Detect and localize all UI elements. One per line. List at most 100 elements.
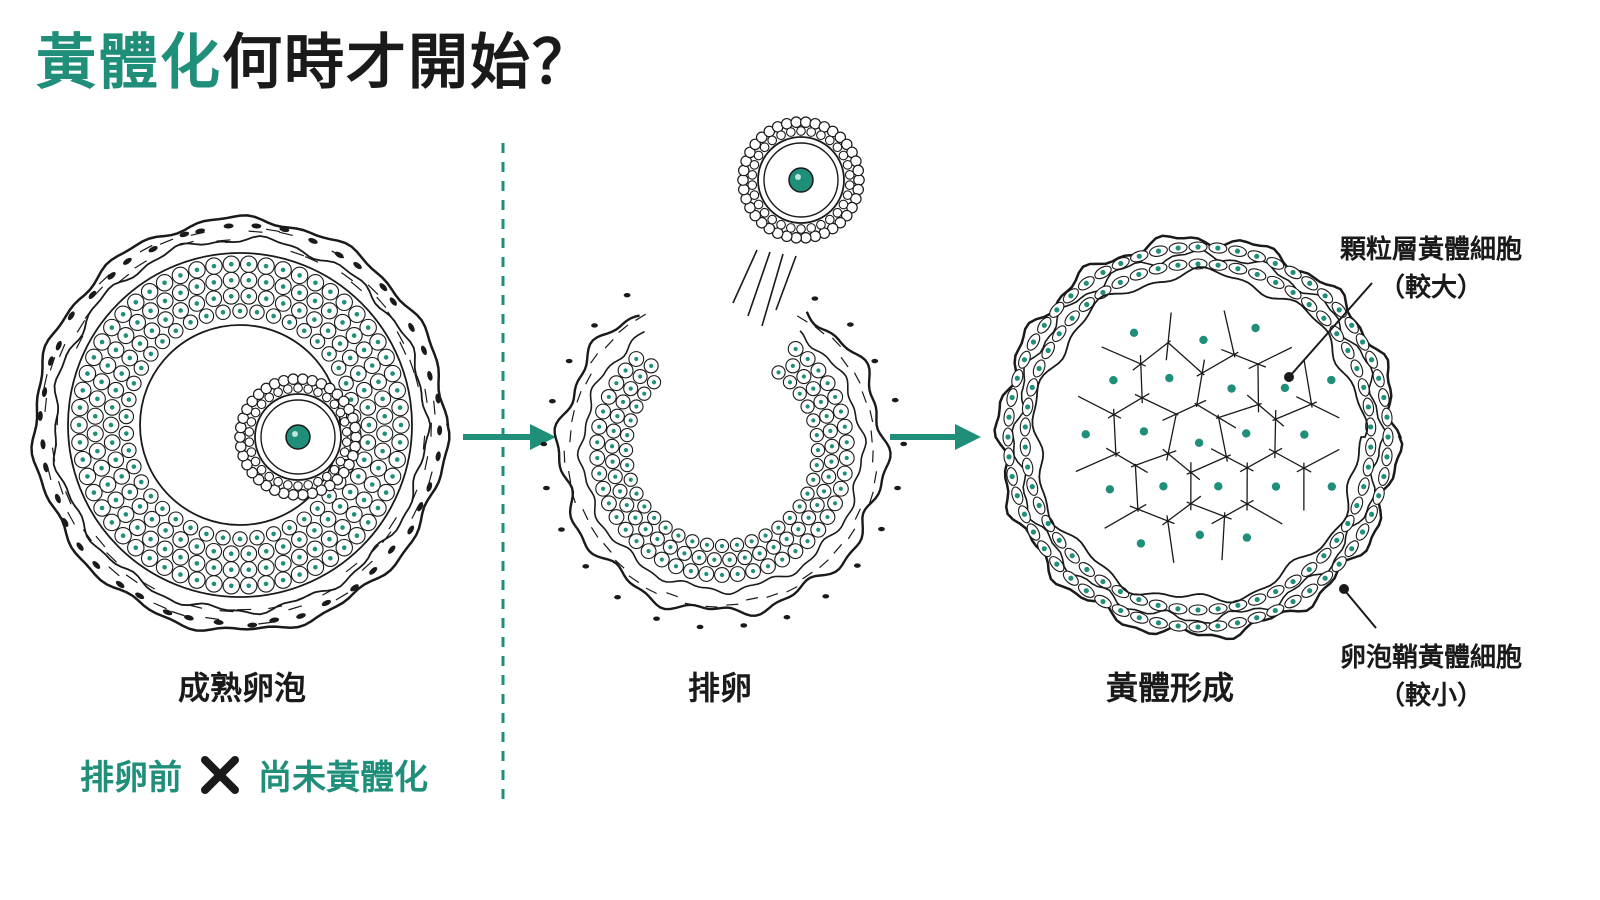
- granulosa-nucleus: [188, 319, 193, 325]
- theca-lutein-nucleus: [1290, 578, 1296, 585]
- wall-fiber: [746, 597, 759, 601]
- granulosa-nucleus: [615, 414, 620, 419]
- theca-callout-leader: [1339, 584, 1377, 629]
- granulosa-nucleus: [113, 497, 119, 503]
- theca-fiber: [205, 616, 220, 621]
- theca-nucleus: [148, 246, 158, 253]
- granulosa-nucleus: [614, 514, 619, 520]
- outer-speck: [740, 623, 748, 628]
- granulosa-nucleus: [178, 273, 183, 278]
- granulosa-nucleus: [757, 551, 762, 556]
- granulosa-nucleus: [394, 457, 400, 462]
- corona-cell: [264, 471, 275, 482]
- cumulus-cell: [246, 395, 259, 408]
- lutein-cell-wall: [1274, 410, 1277, 459]
- corona-cell: [749, 190, 760, 200]
- granulosa-callout-leader: [1284, 282, 1373, 382]
- theca-nucleus: [213, 619, 224, 625]
- granulosa-lutein-nucleus: [1105, 485, 1115, 494]
- outer-speck: [783, 615, 791, 620]
- granulosa-nucleus: [365, 440, 371, 445]
- granulosa-nucleus: [606, 501, 612, 506]
- cumulus-cell: [287, 489, 300, 501]
- granulosa-nucleus: [228, 261, 234, 267]
- theca-fiber: [95, 535, 106, 548]
- wall-fiber: [819, 559, 829, 569]
- theca-lutein-nucleus: [1272, 260, 1278, 267]
- theca-fiber: [54, 432, 57, 447]
- corona-cell: [796, 224, 806, 234]
- granulosa-nucleus: [246, 277, 252, 283]
- theca-lutein-nucleus: [1155, 620, 1162, 626]
- granulosa-nucleus: [211, 296, 217, 301]
- granulosa-cell-layer: [70, 255, 410, 595]
- theca-fiber: [265, 228, 280, 233]
- granulosa-nucleus: [119, 474, 124, 479]
- granulosa-nucleus: [793, 346, 798, 352]
- theca-lutein-nucleus: [1041, 322, 1047, 328]
- granulosa-nucleus: [280, 544, 286, 549]
- lutein-cell-wall: [1104, 503, 1147, 529]
- corona-cell: [246, 417, 257, 427]
- corona-cell: [838, 150, 849, 161]
- released-oocyte: [737, 116, 865, 244]
- granulosa-nucleus: [327, 308, 332, 314]
- corona-cell: [842, 160, 853, 170]
- theca-fiber: [159, 238, 174, 245]
- corona-cell: [785, 223, 796, 233]
- theca-fiber: [414, 373, 419, 388]
- granulosa-lutein-cells: [1075, 310, 1340, 563]
- granulosa-nucleus: [211, 280, 217, 285]
- granulosa-nucleus: [228, 567, 234, 573]
- corona-cell: [313, 476, 323, 487]
- theca-fiber: [396, 331, 405, 344]
- granulosa-nucleus: [124, 414, 129, 419]
- granulosa-nucleus: [673, 564, 679, 569]
- corona-cell: [747, 180, 758, 190]
- granulosa-nucleus: [254, 535, 260, 541]
- granulosa-nucleus: [356, 474, 361, 479]
- theca-lutein-nucleus: [1354, 365, 1360, 372]
- theca-lutein-nucleus: [1361, 484, 1367, 490]
- granulosa-nucleus: [131, 381, 137, 386]
- granulosa-nucleus: [127, 355, 133, 361]
- corona-cell: [293, 383, 303, 393]
- cumulus-cell: [234, 431, 246, 443]
- theca-fiber: [345, 562, 358, 573]
- granulosa-nucleus: [383, 355, 389, 360]
- theca-lutein-nucleus: [1118, 260, 1124, 267]
- granulosa-nucleus: [351, 333, 357, 338]
- granulosa-nucleus: [237, 308, 243, 314]
- granulosa-nucleus: [85, 474, 90, 479]
- granulosa-nucleus: [263, 296, 269, 301]
- corona-cell: [250, 407, 261, 418]
- theca-lutein-nucleus: [1349, 546, 1355, 552]
- theca-fiber: [49, 356, 56, 371]
- theca-lutein-nucleus: [1195, 244, 1201, 250]
- theca-lutein-nucleus: [1068, 293, 1074, 299]
- granulosa-nucleus: [790, 363, 795, 368]
- theca-lutein-nucleus: [1359, 529, 1366, 535]
- theca-fiber: [433, 400, 436, 415]
- corona-cell: [282, 384, 293, 394]
- granulosa-nucleus: [92, 431, 98, 437]
- wall-fiber: [563, 450, 566, 463]
- lutein-cell-wall: [1105, 447, 1148, 474]
- granulosa-lutein-nucleus: [1129, 328, 1139, 338]
- granulosa-nucleus: [655, 536, 660, 542]
- granulosa-nucleus: [194, 577, 200, 583]
- corona-cell: [244, 437, 255, 447]
- granulosa-nucleus: [796, 527, 801, 532]
- corona-cell: [293, 481, 303, 491]
- granulosa-nucleus: [376, 465, 381, 471]
- granulosa-nucleus: [271, 531, 276, 537]
- granulosa-nucleus: [109, 405, 115, 410]
- theca-nucleus: [92, 560, 101, 569]
- theca-lutein-nucleus: [1005, 434, 1011, 440]
- granulosa-nucleus: [805, 404, 810, 409]
- lutein-cell-wall: [1240, 499, 1283, 525]
- granulosa-nucleus: [816, 527, 821, 532]
- lutein-cell-wall: [1075, 451, 1121, 473]
- cumulus-cell: [337, 395, 350, 408]
- theca-lutein-nucleus: [1036, 502, 1042, 509]
